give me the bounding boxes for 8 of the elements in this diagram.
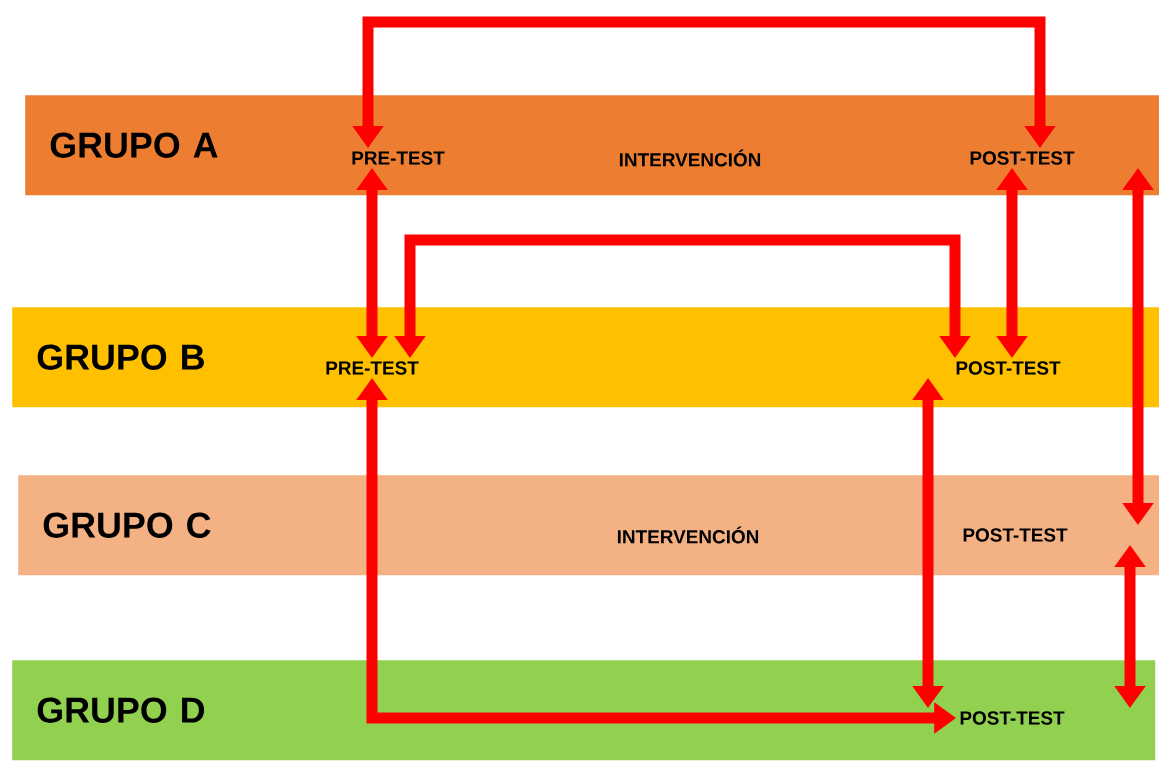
stage-label: INTERVENCIÓN [617,526,759,544]
stage-label: POST-TEST [956,361,1061,375]
stage-label: PRE-TEST [326,361,419,375]
stage-label: POST-TEST [963,528,1068,542]
stage-label: POST-TEST [960,711,1065,725]
stage-label: PRE-TEST [352,151,445,165]
stage-label: INTERVENCIÓN [619,149,761,167]
stage-label: POST-TEST [970,151,1075,165]
